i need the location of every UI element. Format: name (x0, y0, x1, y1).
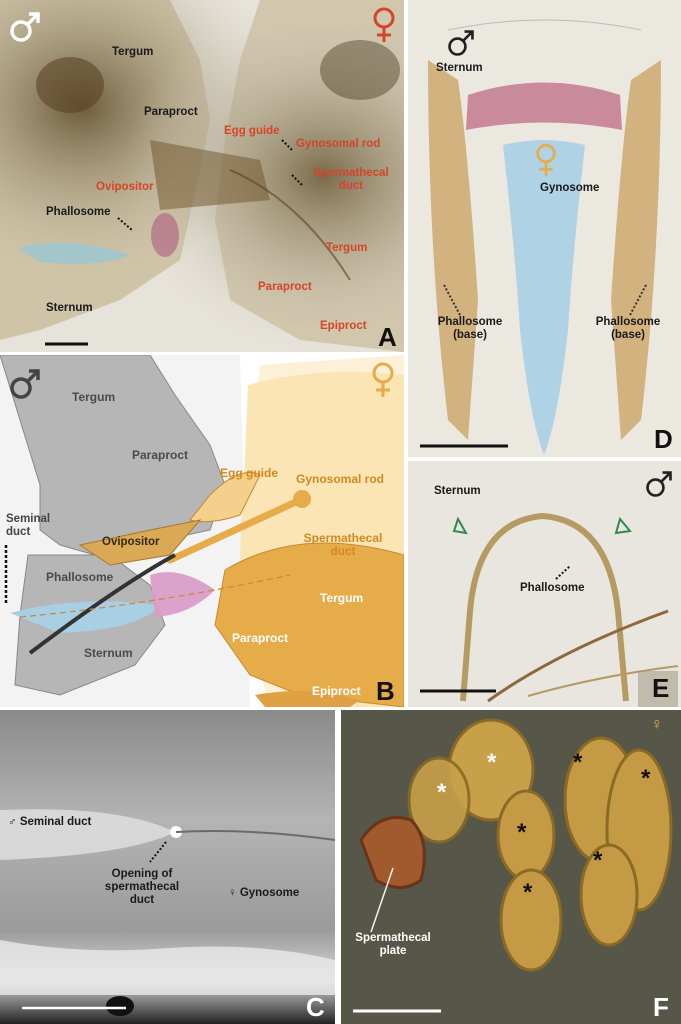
male-symbol-icon (8, 10, 42, 44)
label-paraproct-male: Paraproct (132, 448, 189, 462)
panel-e-letter: E (652, 673, 670, 703)
panel-f-letter: F (653, 992, 669, 1022)
label-tergum-female: Tergum (326, 242, 368, 254)
label-egg-guide: Egg guide (224, 125, 280, 137)
label-gynosomal-rod: Gynosomal rod (296, 138, 381, 150)
panel-d-micrograph (408, 0, 681, 457)
panel-c-micrograph (0, 710, 335, 1024)
mark-asterisk-black-3: * (517, 819, 527, 846)
mark-asterisk-black-1: * (573, 749, 583, 776)
label-seminal-duct: Seminal duct (6, 513, 51, 538)
panel-d-letter: D (654, 424, 673, 454)
label-opening-spermathecal-duct: Opening of spermathecal duct (104, 868, 180, 906)
panel-d: Sternum Gynosome Phallosome (base) Phall… (408, 0, 681, 457)
panel-b-schematic (0, 355, 404, 707)
panel-c-letter: C (306, 992, 325, 1022)
panel-a-letter: A (378, 322, 397, 352)
label-sternum: Sternum (84, 646, 133, 660)
label-egg-guide: Egg guide (220, 466, 278, 480)
label-phallosome-base-right: Phallosome (base) (595, 316, 661, 341)
panel-f: * * * * * * * ♀ Spermathecal plate F (341, 710, 681, 1024)
female-symbol-icon (371, 6, 397, 44)
label-epiproct: Epiproct (320, 320, 367, 332)
mark-asterisk-white-2: * (437, 779, 447, 806)
label-tergum-male: Tergum (72, 390, 116, 404)
mark-asterisk-black-2: * (641, 765, 651, 792)
label-phallosome: Phallosome (520, 582, 585, 594)
label-sternum: Sternum (46, 302, 93, 314)
label-gynosome: Gynosome (540, 182, 600, 194)
panel-e-micrograph (408, 461, 681, 707)
label-phallosome: Phallosome (46, 570, 114, 584)
male-symbol-icon (446, 28, 476, 58)
panel-f-micrograph: * * * * * * * (341, 710, 681, 1024)
label-sternum: Sternum (436, 62, 483, 74)
label-tergum-male: Tergum (112, 46, 154, 58)
label-tergum-female: Tergum (320, 591, 364, 605)
female-symbol-icon (534, 142, 558, 178)
panel-c: ♂ Seminal duct Opening of spermathecal d… (0, 710, 335, 1024)
label-spermathecal-duct: Spermathecal duct (313, 167, 389, 192)
label-seminal-duct: ♂ Seminal duct (8, 816, 92, 828)
panel-b-letter: B (376, 676, 395, 706)
panel-e: Sternum Phallosome E (408, 461, 681, 707)
label-female-mark: ♀ (651, 716, 663, 733)
panel-a: Tergum Paraproct Phallosome Sternum Egg … (0, 0, 404, 352)
panel-a-micrograph (0, 0, 404, 352)
label-spermathecal-plate: Spermathecal plate (355, 932, 431, 957)
male-symbol-icon (644, 469, 674, 499)
label-phallosome: Phallosome (46, 206, 111, 218)
label-ovipositor: Ovipositor (96, 181, 154, 193)
label-gynosomal-rod: Gynosomal rod (296, 472, 385, 486)
label-paraproct-female: Paraproct (258, 281, 312, 293)
label-sternum: Sternum (434, 485, 481, 497)
label-spermathecal-duct: Spermathecal duct (303, 531, 383, 558)
female-symbol-icon (370, 361, 396, 399)
label-paraproct-male: Paraproct (144, 106, 198, 118)
label-paraproct-female: Paraproct (232, 631, 289, 645)
panel-b: Tergum Paraproct Seminal duct Phallosome… (0, 355, 404, 707)
label-epiproct: Epiproct (312, 684, 361, 698)
mark-asterisk-white-1: * (487, 749, 497, 776)
label-ovipositor: Ovipositor (102, 536, 160, 548)
label-phallosome-base-left: Phallosome (base) (437, 316, 503, 341)
male-symbol-icon (8, 367, 42, 401)
label-gynosome: ♀ Gynosome (228, 887, 300, 899)
mark-asterisk-black-5: * (523, 879, 533, 906)
mark-asterisk-black-4: * (593, 847, 603, 874)
